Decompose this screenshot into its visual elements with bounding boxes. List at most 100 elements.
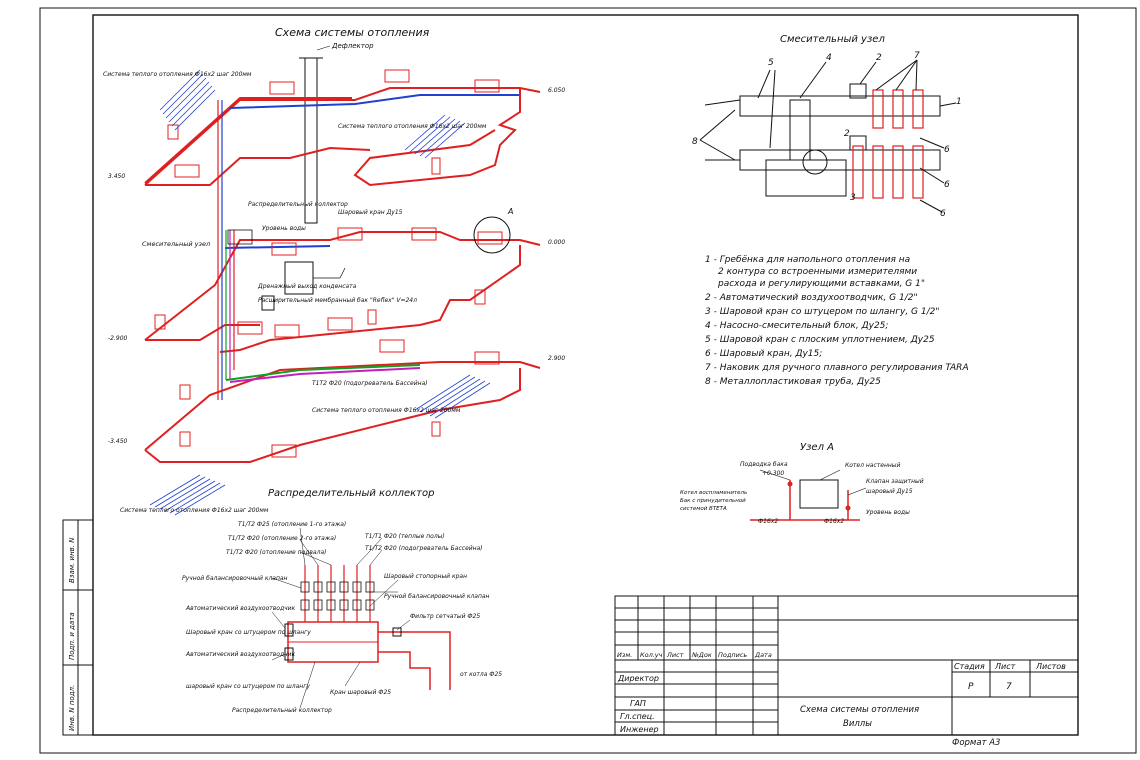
stamp-title-2: Виллы (843, 719, 872, 729)
stamp-role-director: Директор (617, 674, 659, 683)
node-a-title: Узел А (800, 442, 834, 453)
node-a-left-top: Подводка бака (740, 461, 788, 468)
node-a-right-mid2: шаровый Ду15 (866, 488, 913, 495)
collector-ball-hose-2: шаровый кран со штуцером по шлангу (186, 683, 310, 690)
legend-line-2: 2 контура со встроенными измерителями (718, 267, 917, 277)
callout-8: 8 (692, 137, 698, 147)
stamp-header-kol: Кол.уч (640, 651, 663, 659)
legend: 1 - Гребёнка для напольного отопления на… (705, 255, 969, 387)
elevation-3: -2.900 (108, 335, 128, 342)
collector-drawing (271, 527, 451, 709)
stamp-stage-header: Стадия (954, 662, 985, 671)
node-a-left-mid: Котел воспламенитель (680, 490, 747, 496)
elevation-4: 2.900 (548, 355, 565, 362)
callout-5: 5 (768, 58, 774, 68)
floor-loop-low (414, 374, 491, 419)
callout-6-a: 6 (944, 145, 950, 155)
elevation-2: 0.000 (548, 239, 565, 246)
radiators-basement (179, 339, 500, 458)
collector-ball-stop: Шаровый стопорный кран (384, 573, 467, 580)
collector-air-vent: Автоматический воздухоотводчик (185, 605, 296, 612)
node-a-right-mid: Клапан защитный (866, 478, 924, 485)
chimney: Дефлектор (299, 42, 374, 224)
stamp-header-sign: Подпись (718, 651, 747, 659)
collector-ball-d25: Кран шаровый Ф25 (330, 689, 391, 696)
radiators-top (167, 69, 500, 178)
collector-ball-hose: Шаровый кран со штуцером по шлангу (186, 629, 311, 636)
stamp-role-gap: ГАП (630, 699, 646, 708)
mid-floor-pipes (144, 231, 541, 353)
basement-pipes (144, 361, 541, 463)
inner-frame (92, 14, 1079, 736)
collector-hand-vent-2: Ручной балансировочный клапан (384, 593, 490, 600)
side-stamp-1: Взам. инв. N (68, 537, 76, 583)
stamp-format: Формат А3 (952, 738, 1000, 748)
collector-ring-label: Т1Т2 Ф20 (подогреватель Бассейна) (312, 380, 428, 387)
stamp-role-chief: Гл.спец. (620, 712, 655, 721)
node-a-left-mid3: системой ВТЕТА (680, 506, 727, 512)
callout-6-b: 6 (944, 180, 950, 190)
node-a-d1: Ф16х2 (758, 518, 778, 525)
outer-frame (39, 7, 1137, 754)
ball-valve-label: Шаровый кран Ду15 (338, 209, 403, 216)
stamp-sheet: 7 (1006, 682, 1012, 692)
collector-label-1: Т1/Т2 Ф25 (отопление 1-го этажа) (238, 521, 346, 528)
callout-7: 7 (914, 51, 920, 61)
callout-3: 3 (850, 193, 856, 203)
main-title: Схема системы отопления (275, 26, 430, 39)
callout-4: 4 (826, 53, 832, 63)
stamp-header-doc: №Док (691, 651, 712, 659)
top-floor-pipes (144, 87, 541, 187)
elevation-1: 3.450 (108, 173, 125, 180)
legend-line-5: 3 - Шаровой кран со штуцером по шлангу, … (705, 307, 940, 317)
mixing-unit-label: Смесительный узел (142, 240, 210, 248)
callout-1: 1 (956, 97, 962, 107)
legend-line-6: 4 - Насосно-смесительный блок, Ду25; (705, 321, 888, 331)
boiler-block (261, 261, 346, 311)
floor-loop-top-label: Система теплого отопления Ф16х2 шаг 200м… (103, 71, 252, 78)
legend-line-10: 8 - Металлопластиковая труба, Ду25 (705, 377, 881, 387)
title-block (614, 595, 1079, 736)
deflector-label: Дефлектор (331, 42, 374, 50)
side-stamp: Взам. инв. N Подп. и дата Инв. N подл. (62, 519, 94, 736)
collector-from-boiler: от котла Ф25 (460, 671, 502, 678)
collector-title: Распределительный коллектор (268, 488, 434, 499)
legend-line-3: расхода и регулирующими вставками, G 1" (717, 279, 925, 289)
collector-filter: Фильтр сетчатый Ф25 (410, 613, 480, 620)
stamp-title-1: Схема системы отопления (800, 705, 919, 715)
collector-label-4: Т1/Т1 Ф20 (теплые полы) (365, 533, 445, 540)
stamp-header-izm: Изм. (617, 651, 632, 659)
legend-line-7: 5 - Шаровой кран с плоским уплотнением, … (705, 335, 935, 345)
risers (217, 100, 253, 400)
node-a-elev: +0.300 (762, 470, 784, 477)
legend-line-1: 1 - Гребёнка для напольного отопления на (705, 255, 910, 265)
node-a-boiler: Котел настенный (845, 462, 901, 469)
mixing-unit-numbers: 5 4 2 7 1 6 2 6 8 3 6 (692, 51, 962, 219)
collector-label-5: Т1/Т2 Ф20 (подогреватель Бассейна) (365, 545, 483, 552)
radiators-mid (154, 227, 503, 338)
floor-loop-mid-label: Система теплого отопления Ф16х2 шаг 200м… (338, 123, 487, 130)
legend-line-9: 7 - Наковик для ручного плавного регулир… (705, 363, 969, 373)
elevation-5: -3.450 (108, 438, 128, 445)
side-stamp-3: Инв. N подл. (68, 685, 76, 731)
collector-label-3: Т1/Т2 Ф20 (отопление подвала) (226, 549, 326, 556)
stamp-header-list: Лист (666, 651, 684, 659)
floor-loop-top (159, 69, 216, 131)
callout-2-mid: 2 (844, 129, 850, 139)
collector-label-2: Т1/Т2 Ф20 (отопление 2-го этажа) (228, 535, 336, 542)
collector-name: Распределительный коллектор (232, 707, 332, 714)
floor-loop-mid (404, 114, 466, 159)
stamp-sheets-header: Листов (1035, 662, 1066, 671)
collector-air-vent-2: Автоматический воздухоотводчик (185, 651, 296, 658)
floor-loop-low-label: Система теплого отопления Ф16х2 шаг 200м… (312, 407, 461, 414)
node-a-drawing (750, 469, 867, 521)
floor-loop-bottom-label: Система теплого отопления Ф16х2 шаг 200м… (120, 507, 269, 514)
collector-hand-vent: Ручной балансировочный клапан (182, 575, 288, 582)
callout-6-c: 6 (940, 209, 946, 219)
stamp-header-date: Дата (754, 651, 772, 659)
callout-2-top: 2 (876, 53, 882, 63)
condensate-label: Дренажный выход конденсата (257, 283, 357, 290)
node-a-left-mid2: Бак с принудительной (680, 498, 746, 504)
tank-label: Расширительный мембранный бак "Reflex" V… (258, 297, 417, 304)
